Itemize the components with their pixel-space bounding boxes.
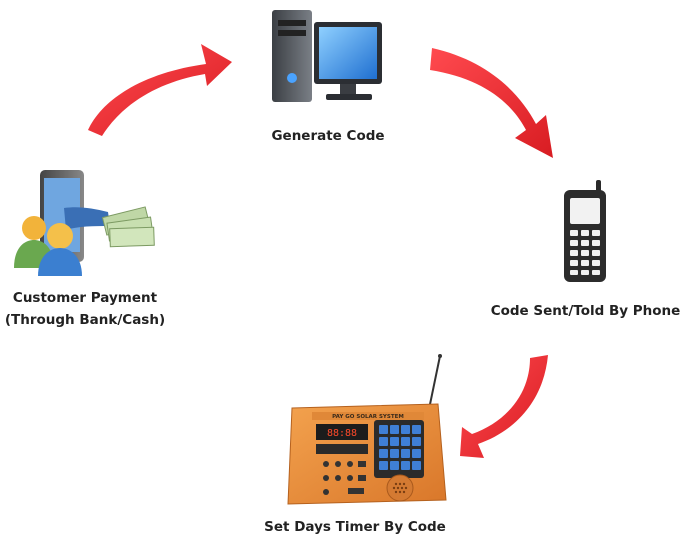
code-sent-label: Code Sent/Told By Phone bbox=[490, 303, 681, 319]
panel-display: 88:88 bbox=[327, 428, 357, 439]
customer-payment-label-line2: (Through Bank/Cash) bbox=[4, 312, 166, 328]
generate-code-label: Generate Code bbox=[271, 128, 385, 144]
desktop-computer-icon bbox=[272, 10, 382, 102]
arrow-generate-to-phone bbox=[430, 48, 553, 158]
solar-controller-panel-icon: PAY GO SOLAR SYSTEM 88:88 bbox=[287, 354, 447, 505]
customer-payment-icon bbox=[14, 170, 155, 276]
panel-title: PAY GO SOLAR SYSTEM bbox=[332, 414, 404, 420]
arrow-payment-to-generate bbox=[88, 44, 232, 136]
set-days-timer-label: Set Days Timer By Code bbox=[264, 519, 446, 535]
customer-payment-label-line1: Customer Payment bbox=[12, 290, 158, 306]
customer-payment-label: Customer Payment (Through Bank/Cash) bbox=[0, 287, 170, 331]
mobile-phone-icon bbox=[564, 180, 606, 282]
arrow-phone-to-timer bbox=[460, 355, 548, 458]
